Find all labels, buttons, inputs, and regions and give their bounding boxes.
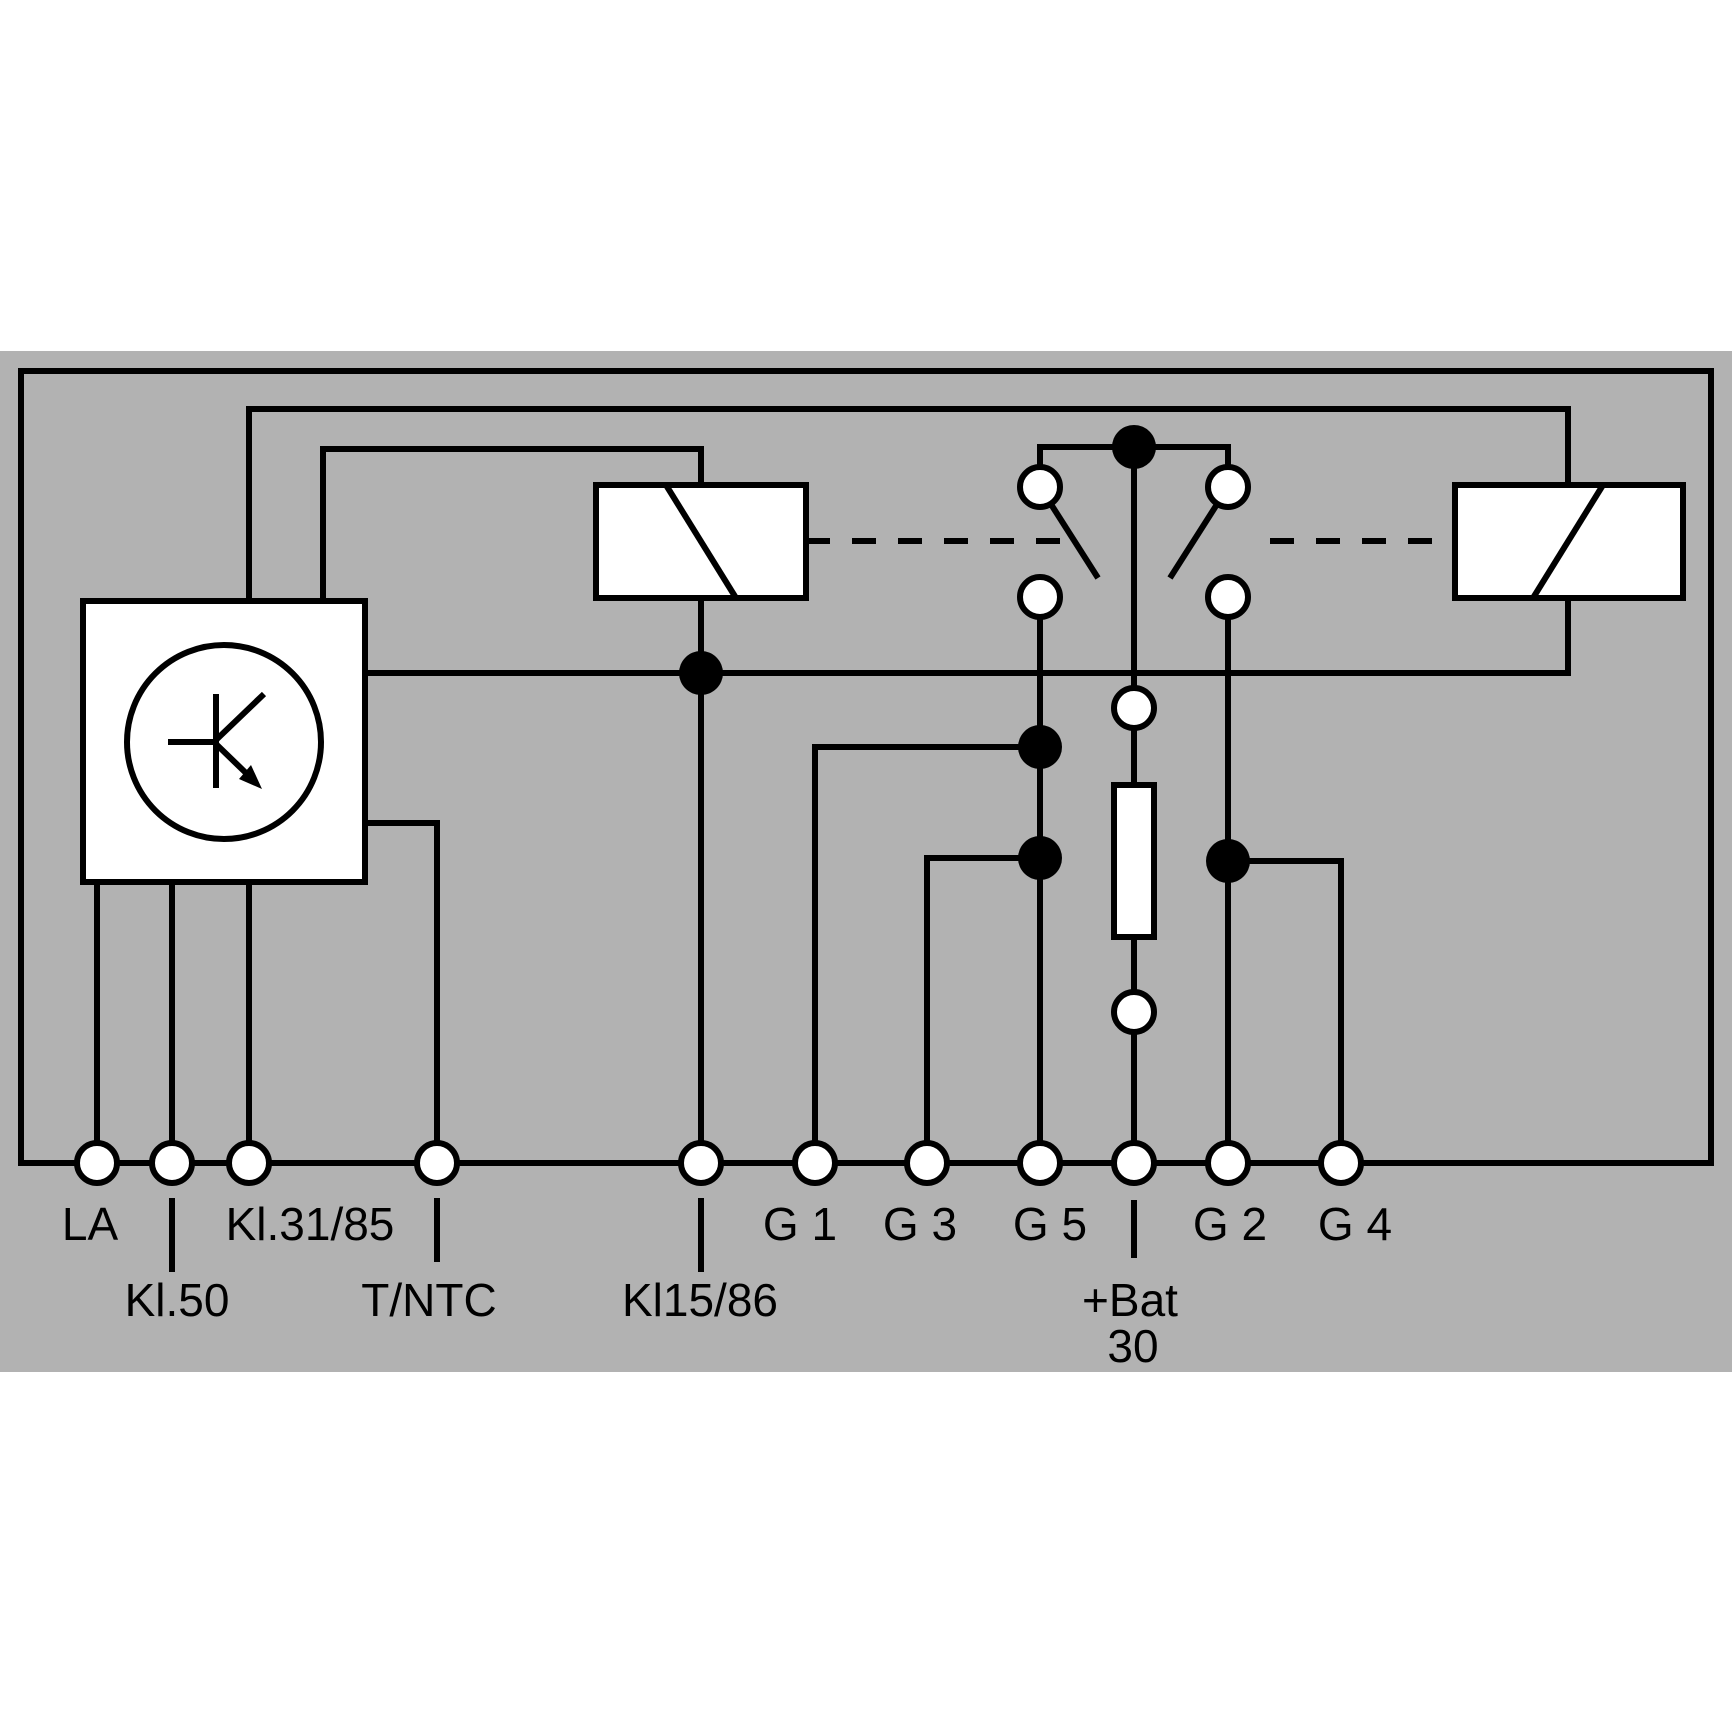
circuit-outline [18,368,1714,1166]
label-g5: G 5 [1013,1198,1087,1250]
label-bat: +Bat [1082,1274,1178,1326]
label-kl15-86: Kl15/86 [622,1274,778,1326]
label-ticks [169,1198,1137,1272]
label-g2: G 2 [1193,1198,1267,1250]
terminal-kl31-85 [226,1140,272,1186]
resistor-connector-top [1111,685,1157,731]
terminal-g5 [1017,1140,1063,1186]
terminal-g2 [1205,1140,1251,1186]
terminal-kl15-86 [678,1140,724,1186]
label-kl50: Kl.50 [125,1274,230,1326]
control-unit [80,598,368,885]
wire-upper-rail [246,406,1571,601]
wire-left-coil-feed [320,446,704,601]
transistor-icon [124,642,324,842]
wire-t-ntc [365,820,440,1163]
contact-circles [1017,464,1251,1035]
transistor-circle [124,642,324,842]
relay-coil-right-diagonal [1530,483,1606,600]
relay-coil-left [593,482,809,601]
label-g3: G 3 [883,1198,957,1250]
junction-battery-top [1112,425,1156,469]
transistor-emitter-arrow [239,765,262,789]
terminal-row [74,1140,1364,1186]
terminal-g4 [1318,1140,1364,1186]
junction-g3 [1018,836,1062,880]
switch-contact-bottom-right [1205,574,1251,620]
terminal-kl50 [149,1140,195,1186]
relay-coil-left-diagonal [663,483,739,600]
pin-labels: LA Kl.31/85 G 1 G 3 G 5 G 2 G 4 Kl.50 T/… [62,1198,1392,1372]
label-la: LA [62,1198,119,1250]
wire-g3-branch [924,855,1040,1163]
wire-middle-bus [365,598,1571,676]
label-kl31-85: Kl.31/85 [226,1198,395,1250]
wire-g1-branch [812,744,1040,1163]
terminal-g3 [904,1140,950,1186]
switch-contact-top-left [1017,464,1063,510]
switch-contact-top-right [1205,464,1251,510]
transistor-emitter [213,741,250,777]
terminal-g1 [792,1140,838,1186]
label-g4: G 4 [1318,1198,1392,1250]
terminal-bat [1111,1140,1157,1186]
relay-coil-right [1452,482,1686,601]
switch-contact-bottom-left [1017,574,1063,620]
resistor [1111,782,1157,940]
transistor-collector [213,691,267,743]
junction-kl15-86-bus [679,651,723,695]
junction-g1 [1018,725,1062,769]
terminal-t-ntc [414,1140,460,1186]
terminal-la [74,1140,120,1186]
junction-g4 [1206,839,1250,883]
junction-dots [679,425,1250,883]
label-g1: G 1 [763,1198,837,1250]
resistor-connector-bottom [1111,989,1157,1035]
wire-g4-branch [1228,858,1344,1163]
label-t-ntc: T/NTC [361,1274,496,1326]
label-bat-30: 30 [1107,1320,1158,1372]
